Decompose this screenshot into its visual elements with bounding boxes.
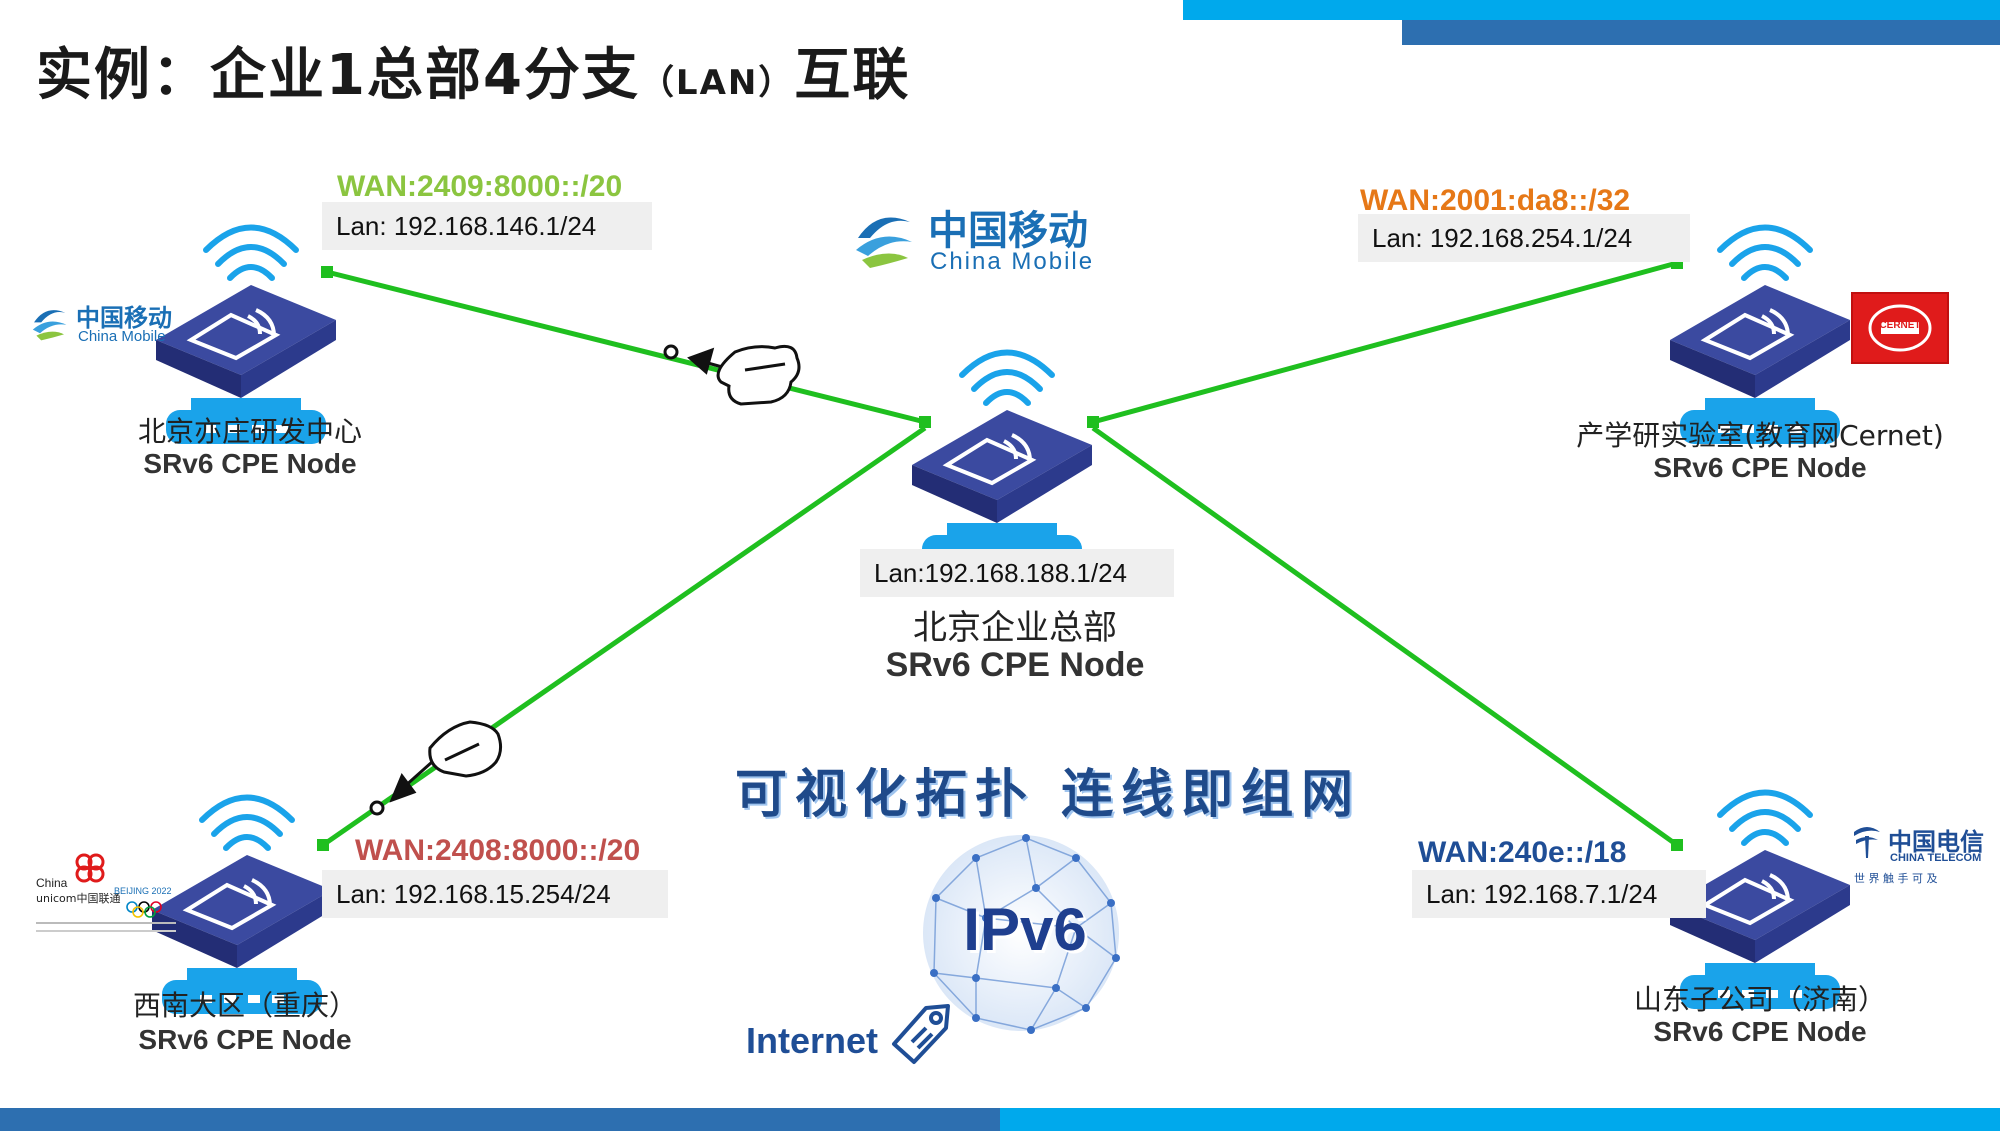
slogan: 可视化拓扑 连线即组网 xyxy=(735,765,1362,825)
link-hq-jinan xyxy=(1091,425,1679,848)
page-title: 实例：企业1总部4分支（LAN）互联 xyxy=(36,30,910,111)
telecom-logo-slogan: 世 界 触 手 可 及 xyxy=(1854,872,1938,885)
cernet-logo-text: CERNET xyxy=(1879,320,1921,331)
cernet-emblem-icon xyxy=(1868,304,1932,352)
hand-pointer-bottom-icon xyxy=(428,720,503,778)
drag-arrow-top xyxy=(663,344,741,375)
yizhuang-logo-en: China Mobile xyxy=(78,328,166,345)
bottom-bar-dark xyxy=(0,1108,1000,1131)
cernet-logo: CERNET xyxy=(1851,292,1949,364)
link-hq-chongqing xyxy=(321,425,927,848)
cernet-lan: Lan: 192.168.254.1/24 xyxy=(1358,214,1690,262)
hq-china-mobile-logo: 中国移动 China Mobile xyxy=(848,198,1108,278)
title-paren: （LAN） xyxy=(639,63,795,103)
china-telecom-logo: 中国电信 CHINA TELECOM 世 界 触 手 可 及 xyxy=(1850,822,1985,892)
telecom-logo-cn: 中国电信 xyxy=(1888,828,1984,856)
hq-name: 北京企业总部 xyxy=(913,608,1117,648)
link-hq-yizhuang xyxy=(326,269,926,425)
bottom-bar-light xyxy=(1000,1108,2000,1131)
hand-pointer-top-icon xyxy=(716,344,801,406)
yizhuang-name: 北京亦庄研发中心 xyxy=(137,415,362,448)
link-hq-cernet xyxy=(1092,260,1678,425)
yizhuang-wan: WAN:2409:8000::/20 xyxy=(337,170,623,203)
router-yizhuang-icon[interactable] xyxy=(156,160,346,490)
hq-lan: Lan:192.168.188.1/24 xyxy=(860,549,1174,597)
chongqing-name: 西南大区（重庆） xyxy=(132,989,357,1022)
telecom-logo-en: CHINA TELECOM xyxy=(1890,852,1982,864)
title-suffix: 互联 xyxy=(794,43,911,108)
internet-label: Internet xyxy=(746,1020,879,1061)
top-bar-dark xyxy=(1402,20,2000,45)
router-jinan-icon[interactable] xyxy=(1670,725,1860,1055)
jinan-lan: Lan: 192.168.7.1/24 xyxy=(1412,870,1706,918)
chongqing-wan: WAN:2408:8000::/20 xyxy=(355,834,641,867)
china-mobile-swirl-small-icon xyxy=(32,310,67,341)
drag-arrow-bottom xyxy=(369,760,433,816)
unicom-fine-print xyxy=(36,922,176,924)
tag-icon xyxy=(892,1004,950,1064)
olympic-rings-icon xyxy=(126,901,162,918)
china-mobile-swirl-icon xyxy=(856,217,912,268)
yizhuang-logo-cn: 中国移动 xyxy=(76,304,172,332)
beijing-2022-text: BEIJING 2022 xyxy=(114,886,172,896)
chongqing-type: SRv6 CPE Node xyxy=(138,1024,352,1055)
hq-logo-en: China Mobile xyxy=(930,248,1095,275)
unicom-logo-line2: unicom中国联通 xyxy=(36,892,121,905)
chongqing-lan: Lan: 192.168.15.254/24 xyxy=(322,870,668,918)
ipv6-label: IPv6 xyxy=(963,896,1087,963)
hq-logo-cn: 中国移动 xyxy=(928,208,1088,254)
cernet-wan: WAN:2001:da8::/32 xyxy=(1360,184,1631,217)
title-main: 实例：企业1总部4分支 xyxy=(36,43,640,108)
unicom-logo-line1: China xyxy=(36,876,68,890)
ipv6-globe-icon xyxy=(923,834,1120,1034)
jinan-wan: WAN:240e::/18 xyxy=(1418,836,1627,869)
jinan-type: SRv6 CPE Node xyxy=(1653,1016,1867,1047)
jinan-name: 山东子公司（济南） xyxy=(1633,983,1886,1016)
cernet-type: SRv6 CPE Node xyxy=(1653,452,1867,483)
hq-type: SRv6 CPE Node xyxy=(885,646,1145,684)
yizhuang-china-mobile-logo: 中国移动 China Mobile xyxy=(28,298,208,348)
unicom-fine-print-2 xyxy=(36,930,176,932)
china-telecom-swirl-icon xyxy=(1854,827,1880,858)
router-cernet-icon[interactable] xyxy=(1670,160,1860,490)
cernet-name: 产学研实验室(教育网Cernet) xyxy=(1576,419,1944,452)
unicom-knot-icon xyxy=(75,853,105,883)
yizhuang-lan: Lan: 192.168.146.1/24 xyxy=(322,202,652,250)
top-bar-light xyxy=(1183,0,2000,20)
china-unicom-logo: China unicom中国联通 BEIJING 2022 xyxy=(36,850,176,936)
router-chongqing-icon[interactable] xyxy=(152,730,342,1060)
yizhuang-type: SRv6 CPE Node xyxy=(143,448,357,479)
